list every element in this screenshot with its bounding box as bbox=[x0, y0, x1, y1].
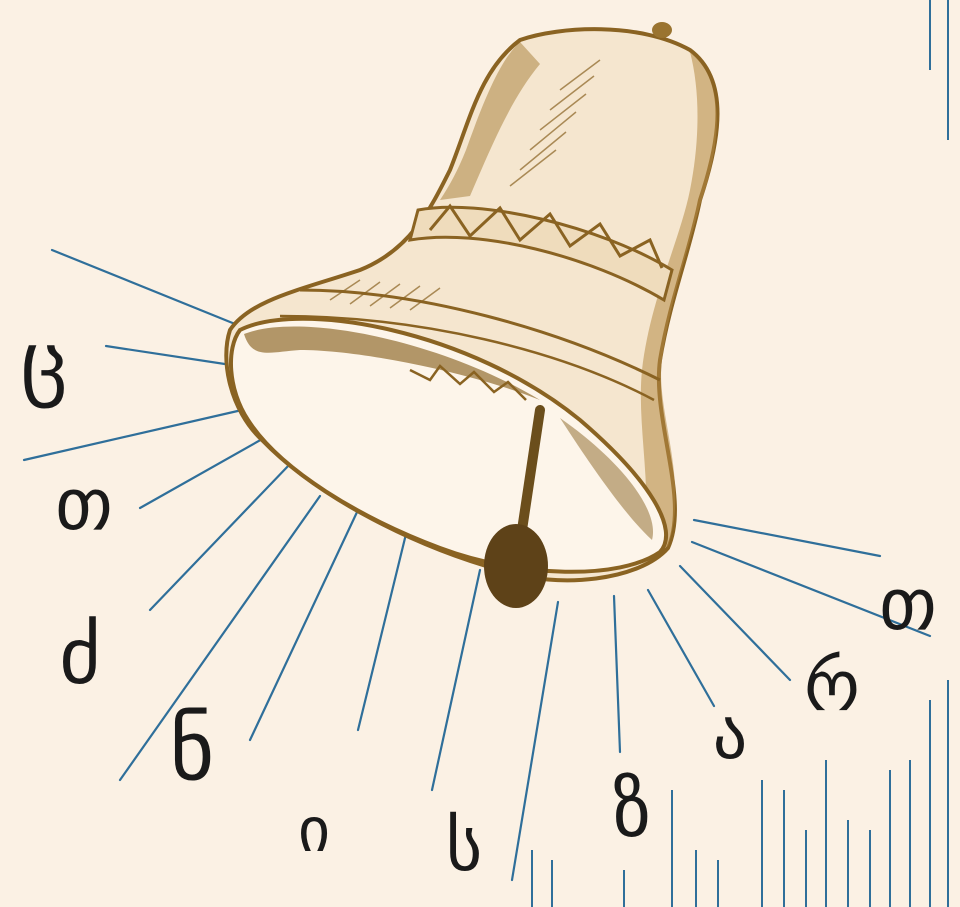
letter-t2: თ bbox=[879, 568, 937, 640]
letter-a: ა bbox=[713, 702, 748, 770]
letter-dz: ძ bbox=[59, 616, 101, 696]
ray bbox=[358, 534, 406, 730]
ray bbox=[150, 464, 290, 610]
letter-ts: ც bbox=[21, 321, 68, 403]
ray bbox=[140, 438, 264, 508]
bell-knob bbox=[652, 22, 672, 38]
ray bbox=[52, 250, 240, 326]
letter-r: რ bbox=[804, 651, 860, 721]
letter-i: ი bbox=[298, 799, 330, 861]
ray bbox=[648, 590, 714, 706]
letter-z: ზ bbox=[613, 772, 651, 848]
letter-n: ნ bbox=[170, 707, 215, 793]
ray bbox=[694, 520, 880, 556]
clapper bbox=[484, 524, 548, 608]
ray bbox=[106, 346, 238, 366]
ray bbox=[432, 570, 480, 790]
ray bbox=[250, 510, 358, 740]
bell bbox=[226, 22, 717, 608]
ray bbox=[614, 596, 620, 752]
ray bbox=[24, 410, 242, 460]
ray bbox=[120, 496, 320, 780]
ray bbox=[680, 566, 790, 680]
letter-s: ს bbox=[446, 811, 483, 881]
ray bbox=[512, 602, 558, 880]
letter-t: თ bbox=[55, 468, 113, 540]
